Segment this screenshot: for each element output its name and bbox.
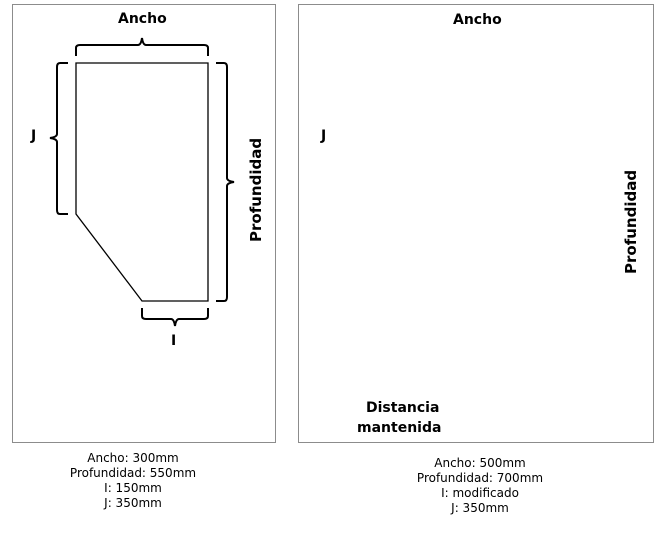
spec-i: I: modificado: [441, 486, 519, 500]
spec-depth: Profundidad: 550mm: [69, 466, 197, 480]
width-brace-standard: [75, 37, 209, 56]
specs-caption-standard: Ancho: 300mm Profundidad: 550mm I: 150mm…: [58, 451, 208, 511]
j-label-standard: J: [31, 128, 37, 144]
specs-caption-modified: Ancho: 500mm Profundidad: 700mm I: modif…: [405, 456, 555, 516]
depth-label-modified: Profundidad: [622, 169, 640, 274]
spec-depth: Profundidad: 700mm: [416, 471, 544, 485]
i-label-standard: I: [171, 333, 177, 349]
countertop-shape-standard: [75, 62, 209, 302]
diagram-panel-modified: [298, 4, 654, 443]
j-label-modified: J: [321, 128, 327, 144]
spec-j: J: 350mm: [451, 501, 509, 515]
spec-j: J: 350mm: [104, 496, 162, 510]
spec-i: I: 150mm: [104, 481, 162, 495]
width-label-standard: Ancho: [118, 11, 167, 27]
kept-distance-label-line1: Distancia: [366, 400, 440, 416]
spec-width: Ancho: 500mm: [434, 456, 526, 470]
spec-width: Ancho: 300mm: [87, 451, 179, 465]
j-brace-standard: [49, 62, 68, 215]
depth-label-standard: Profundidad: [247, 137, 265, 242]
kept-distance-label-line2: mantenida: [357, 420, 442, 436]
i-brace-standard: [141, 308, 209, 327]
width-label-modified: Ancho: [453, 12, 502, 28]
depth-brace-standard: [216, 62, 235, 302]
